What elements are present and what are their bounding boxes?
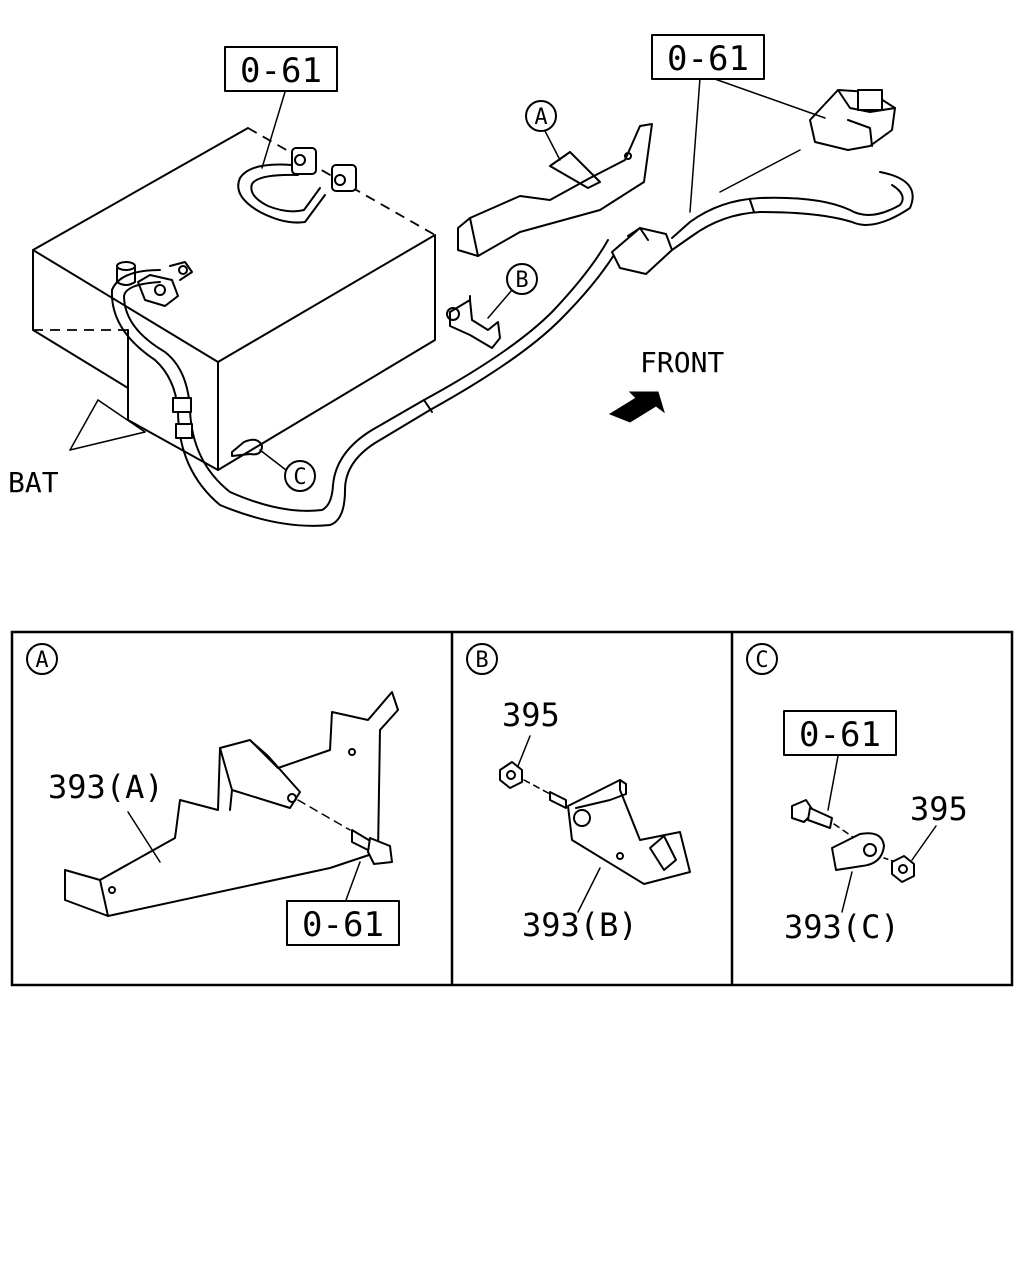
detail-panel-a: A 393(A) 0-61 xyxy=(26,643,400,946)
panel-a-letter: A xyxy=(35,648,48,673)
front-label: FRONT xyxy=(640,346,724,379)
main-view: 0-61 0-61 A B C FRONT BAT xyxy=(8,34,914,527)
panel-c-part-label: 393(C) xyxy=(784,908,900,946)
battery-label: BAT xyxy=(8,466,59,499)
battery xyxy=(32,127,436,471)
panel-a-part-label: 393(A) xyxy=(48,768,164,806)
detail-panel-c: C 0-61 395 393(C) xyxy=(746,643,968,946)
panel-b-nut-label: 395 xyxy=(502,696,560,734)
panel-a-circle xyxy=(26,643,58,675)
ref-box-right xyxy=(651,34,765,80)
detail-frame xyxy=(10,630,1014,987)
panel-c-circle xyxy=(746,643,778,675)
callout-b: B xyxy=(515,268,528,293)
jumper-cable xyxy=(237,147,357,224)
detail-panels: A 393(A) 0-61 B 395 xyxy=(10,630,1014,987)
panel-b-letter: B xyxy=(475,648,488,673)
callout-a: A xyxy=(534,105,547,130)
panel-c-ref-label: 0-61 xyxy=(799,715,881,755)
callout-c: C xyxy=(293,465,306,490)
ref-box-left xyxy=(224,46,338,92)
bracket-a xyxy=(457,123,653,257)
panel-c-nut-label: 395 xyxy=(910,790,968,828)
callout-a-circle xyxy=(525,100,557,132)
panel-a-ref-box xyxy=(286,900,400,946)
leader-lines xyxy=(69,77,826,471)
panel-c-letter: C xyxy=(755,648,768,673)
panel-a-ref-label: 0-61 xyxy=(302,905,384,945)
front-cable xyxy=(611,89,914,275)
detail-panel-b: B 395 393(B) xyxy=(466,643,691,944)
panel-c-ref-box xyxy=(783,710,897,756)
ref-label-left: 0-61 xyxy=(240,51,322,91)
panel-b-part-label: 393(B) xyxy=(522,906,638,944)
front-arrow-icon xyxy=(608,391,665,423)
battery-cable xyxy=(110,239,621,527)
panel-b-circle xyxy=(466,643,498,675)
callout-b-circle xyxy=(506,263,538,295)
bracket-b xyxy=(446,295,501,349)
ref-label-right: 0-61 xyxy=(667,39,749,79)
callout-c-circle xyxy=(284,460,316,492)
